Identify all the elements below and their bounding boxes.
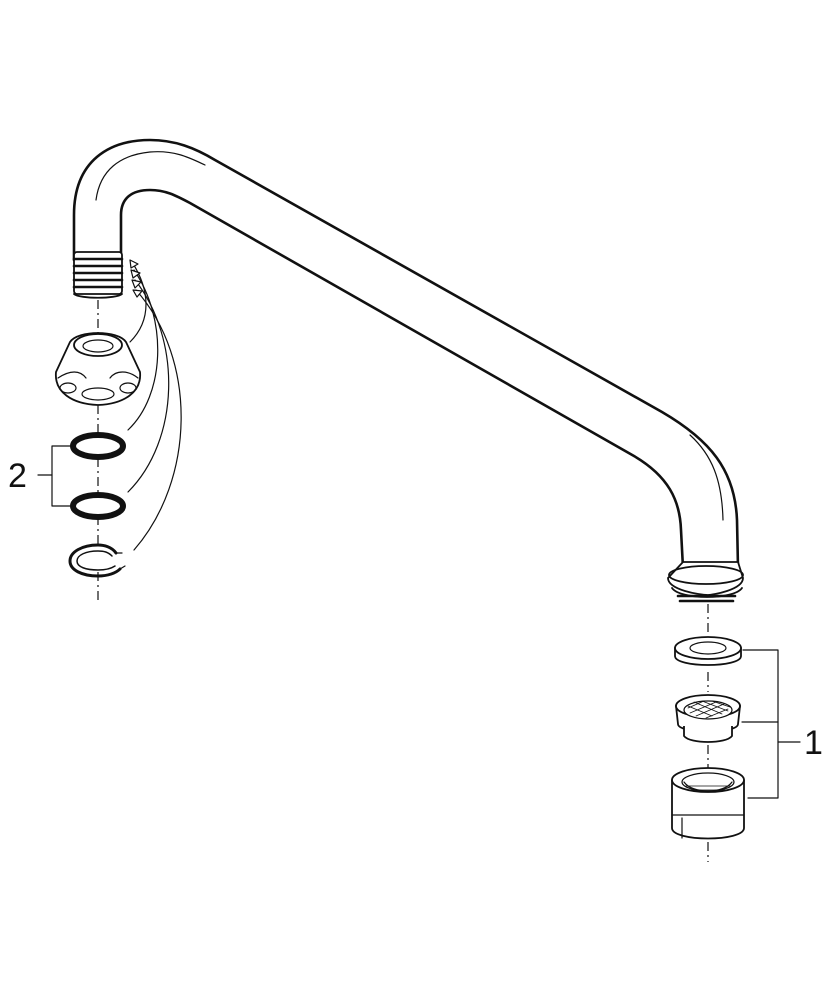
aerator-housing (671, 767, 745, 840)
o-ring-lower (70, 492, 126, 520)
spout-outlet-end (667, 561, 744, 603)
callout-number-1: 1 (804, 724, 823, 762)
o-ring-upper (70, 432, 126, 460)
assembly-arrows (127, 259, 182, 551)
aerator-insert (675, 694, 741, 743)
spout-tube (72, 138, 740, 570)
spout-threaded-end (72, 251, 124, 299)
callout-2-bracket (37, 445, 71, 507)
flat-washer (674, 636, 742, 666)
callout-number-2: 2 (8, 457, 27, 495)
union-nut (55, 332, 141, 406)
callout-1-bracket (741, 649, 801, 799)
snap-ring (68, 543, 126, 578)
